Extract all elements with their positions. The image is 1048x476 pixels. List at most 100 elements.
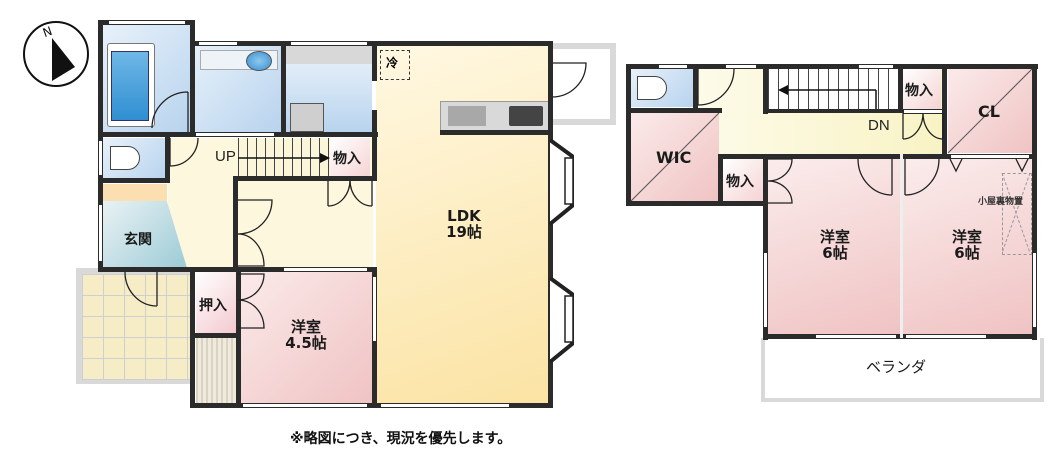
western-2f-left-name: 洋室 xyxy=(819,228,850,246)
wall xyxy=(626,64,631,206)
wic-diagonal xyxy=(630,112,720,202)
bay-window-icon xyxy=(548,138,574,226)
window xyxy=(950,154,1030,159)
wall xyxy=(165,137,170,183)
entrance-door-icon xyxy=(124,271,158,307)
storage-2f-top xyxy=(903,69,941,109)
door-swing-icon xyxy=(169,137,199,167)
stair-arrow-icon xyxy=(778,85,877,110)
oshiire xyxy=(196,272,236,334)
north-arrow-icon xyxy=(23,21,89,87)
western-room-2f-right xyxy=(902,159,1032,334)
storage-2f-mid-label: 物入 xyxy=(726,174,754,190)
storage-closet-shaded xyxy=(196,338,236,404)
washing-machine-icon xyxy=(290,103,324,132)
wall xyxy=(190,333,240,338)
western-2f-right-label: 洋室 6帖 xyxy=(937,228,997,262)
double-door-icon xyxy=(237,273,265,329)
shoe-cabinet xyxy=(103,184,167,201)
bay-window-icon xyxy=(548,276,574,364)
attic-storage-label: 小屋裏物置 xyxy=(978,197,1024,207)
compass: N xyxy=(22,20,90,88)
wall xyxy=(281,41,286,136)
porch-tiles xyxy=(82,274,190,380)
attic-storage-diagonals xyxy=(1001,172,1031,254)
double-door-icon xyxy=(767,158,793,204)
wall xyxy=(372,110,377,180)
window xyxy=(815,334,897,339)
bathtub-water xyxy=(111,51,149,121)
wall xyxy=(98,178,170,183)
wall xyxy=(233,176,238,272)
oshiire-label: 押入 xyxy=(199,298,227,314)
stair-arrow-icon xyxy=(238,153,330,163)
western-1f-size: 4.5帖 xyxy=(285,333,327,352)
western-2f-left-label: 洋室 6帖 xyxy=(805,228,865,262)
western-1f-name: 洋室 xyxy=(290,318,321,336)
wall xyxy=(898,64,903,112)
door-swing-icon xyxy=(551,62,587,98)
window xyxy=(108,20,186,25)
wall xyxy=(763,109,903,113)
wall xyxy=(190,20,195,136)
wall xyxy=(718,154,723,206)
western-room-1f xyxy=(240,272,372,404)
ldk-size: 19帖 xyxy=(446,222,482,241)
wall xyxy=(942,64,947,159)
double-door-icon xyxy=(237,199,273,267)
window xyxy=(905,334,987,339)
window xyxy=(725,64,757,69)
wall xyxy=(626,201,768,206)
wall xyxy=(233,176,377,181)
closet-diagonal xyxy=(947,68,1033,154)
storage-1f-label: 物入 xyxy=(333,151,361,167)
service-deck xyxy=(552,43,616,125)
double-door-icon xyxy=(902,112,944,140)
veranda-label: ベランダ xyxy=(866,358,927,376)
western-2f-right-size: 6帖 xyxy=(954,243,980,262)
kitchen-sink-icon xyxy=(448,106,486,126)
veranda xyxy=(761,338,1044,402)
window xyxy=(1032,252,1037,328)
closet-label: CL xyxy=(978,102,1000,121)
sink-icon xyxy=(246,51,272,71)
window xyxy=(98,204,103,262)
window xyxy=(372,276,377,342)
window xyxy=(658,64,688,69)
window xyxy=(98,140,103,176)
storage-2f-top-label: 物入 xyxy=(905,83,933,99)
wall xyxy=(190,41,552,46)
toilet-icon xyxy=(637,76,667,100)
western-2f-left-size: 6帖 xyxy=(822,243,848,262)
door-swing-icon xyxy=(904,158,940,196)
window xyxy=(858,64,894,69)
stairs-down-label: DN xyxy=(868,117,890,134)
storage-1f xyxy=(330,138,370,178)
wic-label: WIC xyxy=(656,148,692,167)
stove-icon xyxy=(509,106,543,126)
stairs-up-label: UP xyxy=(215,148,236,165)
window xyxy=(290,41,368,46)
wall xyxy=(693,64,698,112)
window xyxy=(763,252,768,328)
wall xyxy=(190,403,552,408)
folding-door-icon xyxy=(949,158,1029,173)
window xyxy=(283,267,368,272)
western-room-2f-left xyxy=(767,159,902,334)
wall xyxy=(626,64,1038,69)
western-1f-label: 洋室 4.5帖 xyxy=(276,318,336,352)
door-swing-icon xyxy=(151,91,189,132)
genkan-label: 玄関 xyxy=(124,232,152,248)
wall xyxy=(1032,64,1037,340)
western-2f-right-name: 洋室 xyxy=(951,228,982,246)
window xyxy=(242,403,368,408)
wall xyxy=(626,108,722,113)
wall xyxy=(372,41,377,81)
wall xyxy=(763,154,768,340)
wall xyxy=(440,130,550,135)
ldk-name: LDK xyxy=(447,207,481,225)
wall xyxy=(900,154,903,338)
attic-storage xyxy=(1002,173,1032,255)
window xyxy=(198,41,238,46)
toilet-icon xyxy=(110,146,140,170)
